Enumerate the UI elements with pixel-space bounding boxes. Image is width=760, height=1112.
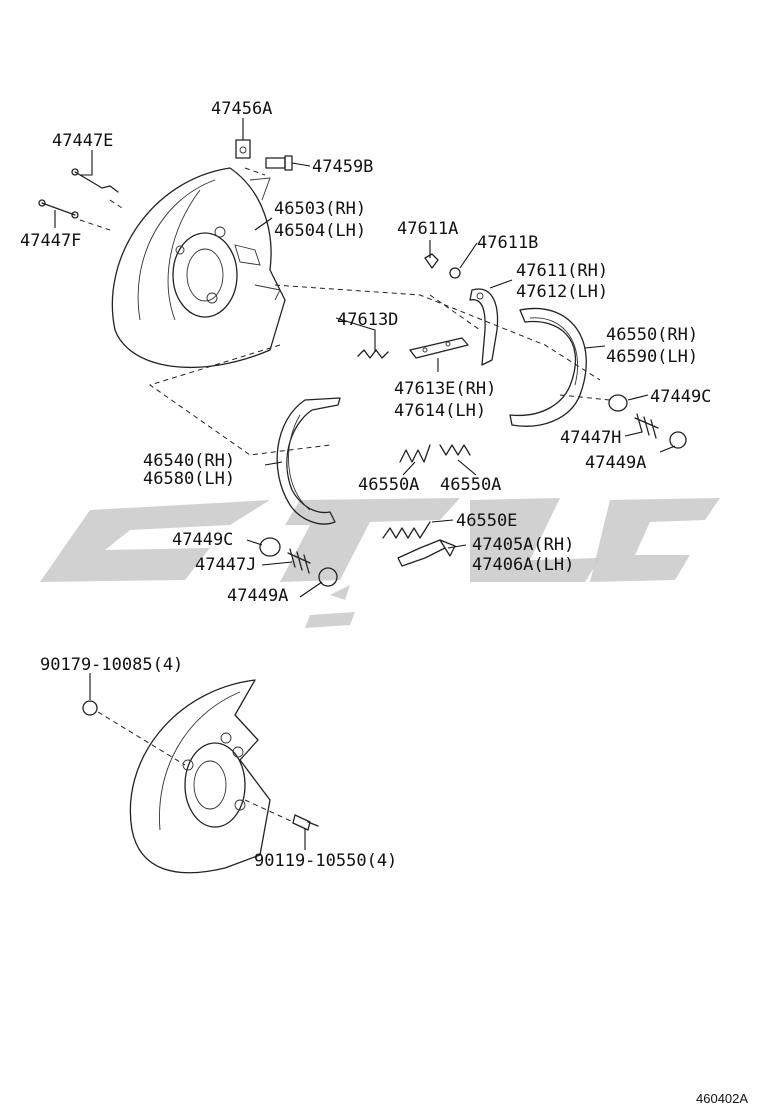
label-47612: 47612(LH): [516, 282, 608, 302]
label-47405a: 47405A(RH): [472, 535, 574, 555]
label-47447f: 47447F: [20, 231, 81, 251]
label-46550a-2: 46550A: [440, 475, 501, 495]
strut-47613e: [409, 337, 469, 359]
label-47459b: 47459B: [312, 157, 373, 177]
lever-47611: [469, 288, 499, 366]
figure-code: 460402A: [696, 1091, 748, 1106]
label-46540: 46540(RH): [143, 451, 235, 471]
label-47447h: 47447H: [560, 428, 621, 448]
label-47613e: 47613E(RH): [394, 379, 496, 399]
label-46550a-1: 46550A: [358, 475, 419, 495]
dash-line: [244, 167, 266, 176]
cup-47449a-right: [669, 431, 687, 449]
label-47611b: 47611B: [477, 233, 538, 253]
watermark-logo: [40, 498, 720, 628]
dash-line: [109, 199, 126, 211]
label-47456a: 47456A: [211, 99, 272, 119]
dust-cover-lower: [129, 679, 271, 874]
leader-lines: [54, 118, 676, 850]
label-47614: 47614(LH): [394, 401, 486, 421]
label-90179: 90179-10085(4): [40, 655, 183, 675]
washer-47611b: [449, 267, 461, 279]
label-47449a-left: 47449A: [227, 586, 288, 606]
spring-46550a-1: [399, 444, 431, 463]
bracket-47456a: [235, 139, 251, 159]
cup-47449a-left: [318, 567, 338, 587]
label-47449a-right: 47449A: [585, 453, 646, 473]
label-46550: 46550(RH): [606, 325, 698, 345]
dash-line: [148, 344, 331, 456]
label-47406a: 47406A(LH): [472, 555, 574, 575]
label-47447e: 47447E: [52, 131, 113, 151]
label-46503: 46503(RH): [274, 199, 366, 219]
pin-47447f: [38, 199, 79, 219]
spring-46550e: [382, 521, 431, 539]
label-90119: 90119-10550(4): [254, 851, 397, 871]
label-46590: 46590(LH): [606, 347, 698, 367]
label-47449c-left: 47449C: [172, 530, 233, 550]
dash-line: [97, 711, 186, 766]
backing-plate-upper: [111, 167, 286, 368]
label-47613d: 47613D: [337, 310, 398, 330]
cup-47449c-left: [259, 537, 281, 557]
dash-line: [429, 294, 481, 331]
label-46550e: 46550E: [456, 511, 517, 531]
label-46580: 46580(LH): [143, 469, 235, 489]
brake-shoe-46540: [276, 397, 341, 525]
dash-line: [559, 394, 611, 401]
spring-47447j: [287, 548, 311, 574]
pin-47447e: [71, 168, 119, 193]
bolt-47459b: [265, 155, 293, 171]
dash-line: [274, 284, 601, 381]
cup-47449c-right: [608, 394, 628, 412]
label-47449c-right: 47449C: [650, 387, 711, 407]
label-46504: 46504(LH): [274, 221, 366, 241]
spring-47613d: [357, 349, 389, 359]
adjuster-47405a: [397, 539, 456, 567]
bolt-90119: [292, 814, 319, 831]
spring-46550a-2: [439, 444, 471, 456]
spring-47447h: [634, 413, 659, 439]
label-47447j: 47447J: [195, 555, 256, 575]
label-47611a: 47611A: [397, 219, 458, 239]
brake-shoe-46550: [509, 307, 587, 427]
clip-47611a: [424, 253, 439, 269]
label-47611: 47611(RH): [516, 261, 608, 281]
nut-90179: [82, 700, 98, 716]
dash-line: [79, 219, 111, 231]
